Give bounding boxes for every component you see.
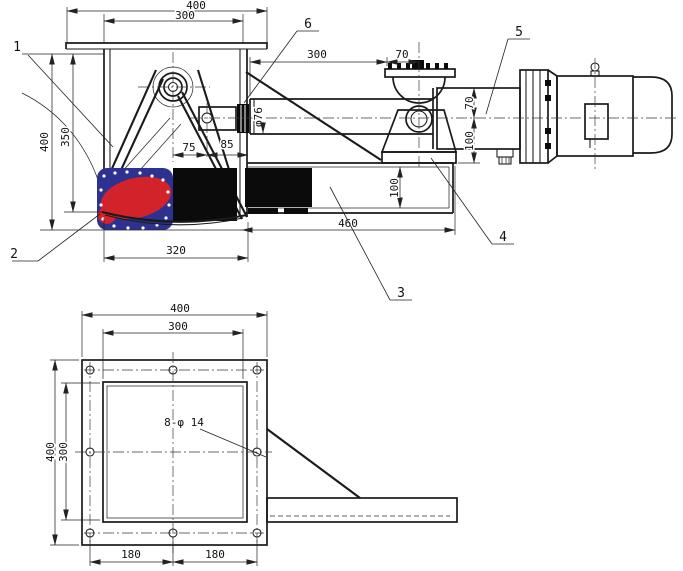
terminal-box [584,103,609,140]
dim-base-width: 320 [166,244,186,257]
diagonal-brace [245,71,382,161]
dim-bv-opening-height: 300 [57,442,70,462]
dim-height-inner: 350 [59,127,72,147]
electric-motor [556,58,673,170]
dim-height-overall: 400 [38,132,51,152]
callout-1: 1 [13,40,21,55]
dim-bv-flange-width: 400 [170,302,190,315]
watermark-redaction-blocks [173,168,312,221]
dim-beam-height: 100 [388,178,401,198]
bracket-arm [266,428,458,523]
dim-bolt-spacing-left: 180 [121,548,141,561]
bottom-view-flange [75,352,458,556]
actuator-cylinder [249,69,558,165]
dim-trunnion-offset: 70 [395,48,408,61]
callout-5: 5 [515,25,523,40]
dim-bv-opening-width: 300 [168,320,188,333]
dim-pin-to-wall: 85 [220,138,233,151]
trunnion-mount [380,42,458,170]
dim-bolt-holes: 8-φ 14 [164,416,204,429]
dim-mount-height: 100 [463,131,476,151]
dim-opening-width: 300 [175,9,195,22]
dim-axis-height: 70 [463,96,476,109]
callout-2: 2 [10,247,18,262]
dim-pivot-to-pin: 75 [182,141,195,154]
callout-6: 6 [304,17,312,32]
callout-3: 3 [397,286,405,301]
part-callouts: 1 2 3 4 5 6 [9,16,530,303]
pivot-hub [138,52,210,162]
flap-plate [101,210,248,226]
dim-bv-flange-height: 400 [44,442,57,462]
bottom-view-dimensions: 400 300 400 300 180 180 8-φ 14 [43,301,268,566]
top-view-dimensions: 400 300 400 350 75 85 φ76 300 70 70 100 … [22,0,480,262]
bolt-holes [85,365,262,538]
dim-flange-width: 400 [186,0,206,12]
dim-stroke-length: 300 [307,48,327,61]
dim-arm-length: 460 [338,217,358,230]
dim-bolt-spacing-right: 180 [205,548,225,561]
callout-4: 4 [499,230,507,245]
support-beam [245,71,454,214]
rod-clevis [198,103,249,159]
